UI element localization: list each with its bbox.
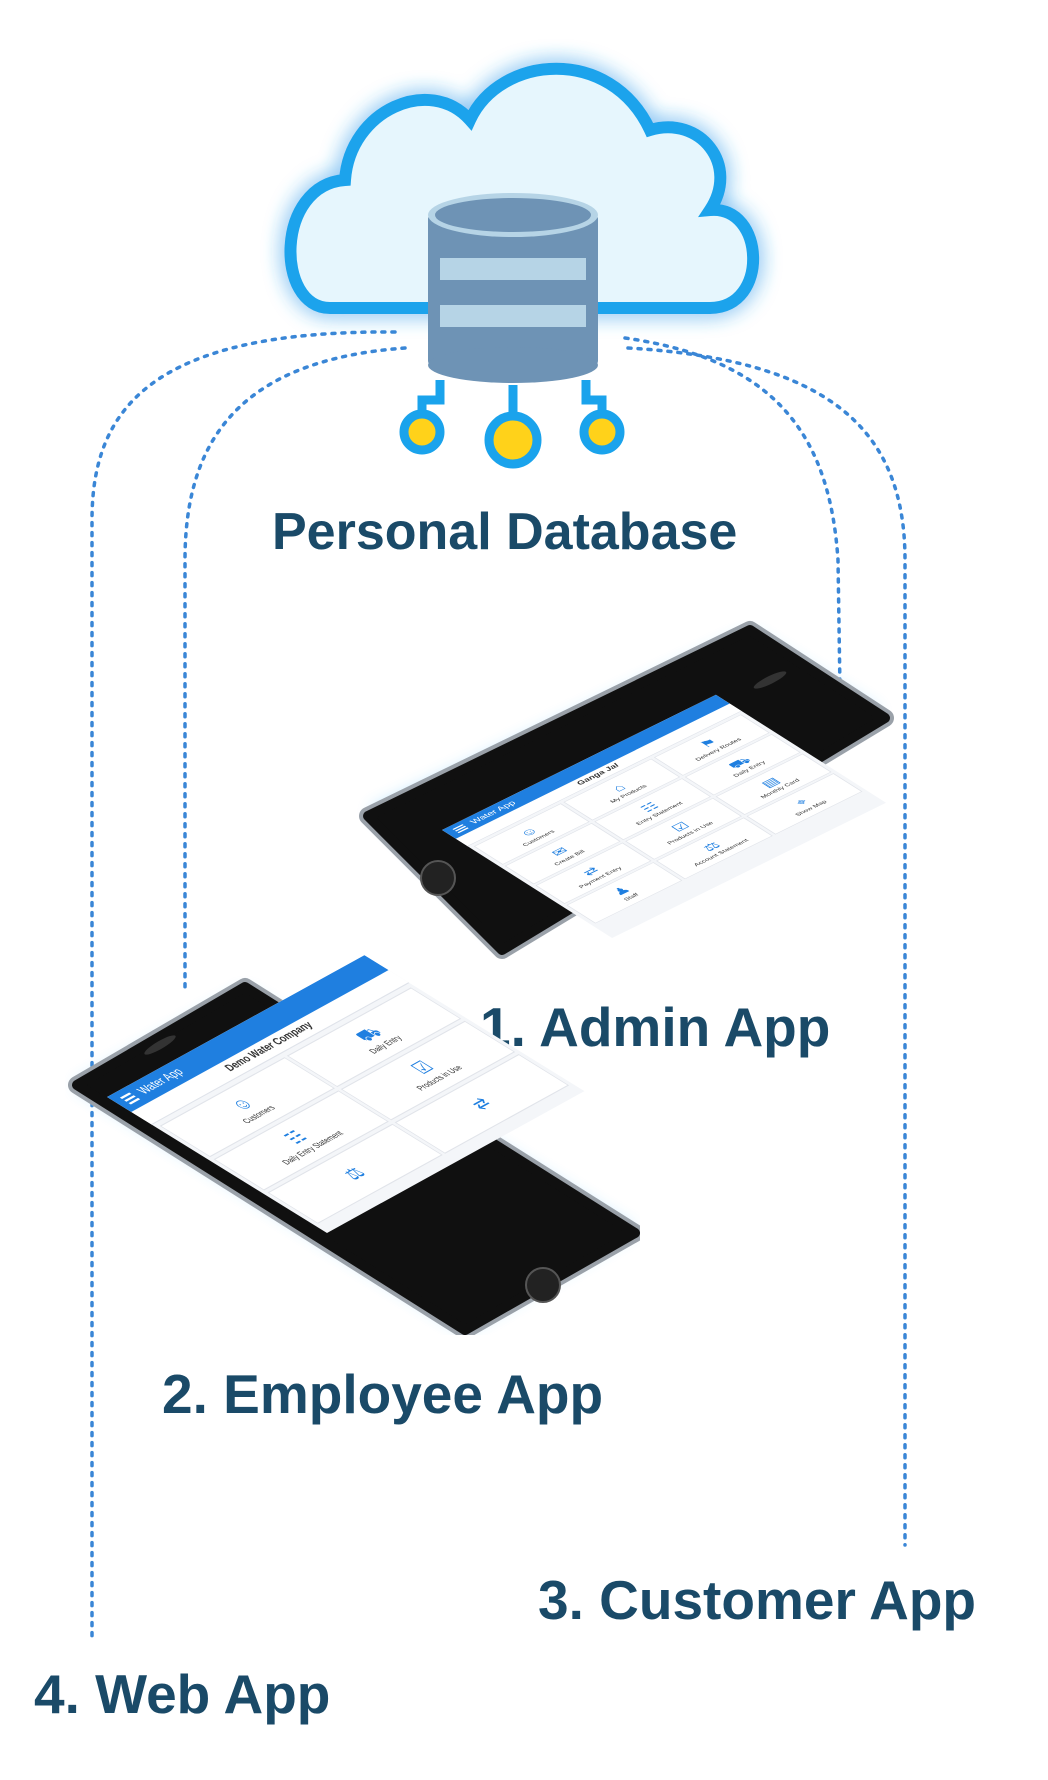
node-center	[484, 411, 542, 469]
customer-app-label: 3. Customer App	[538, 1569, 977, 1631]
menu-tile-label: Account Statement	[691, 837, 750, 868]
web-app-label: 4. Web App	[34, 1663, 331, 1725]
payment-icon: ⇄	[464, 1093, 497, 1113]
database-icon	[428, 193, 598, 383]
database-title: Personal Database	[272, 503, 738, 561]
node-right	[579, 409, 625, 455]
account-icon: ⚖	[337, 1163, 371, 1183]
web-app-link	[90, 330, 397, 1642]
node-left	[399, 409, 445, 455]
admin-app-phone: Water App Ganga Jal ☺Customers⌂My Produc…	[340, 620, 900, 980]
employee-app-phone: Water App Demo Water Company ☺Customers⛟…	[65, 955, 640, 1335]
menu-icon[interactable]	[452, 824, 469, 834]
admin-app-label: 1. Admin App	[480, 996, 831, 1058]
customer-app-link	[626, 346, 907, 1547]
cloud-database-graphic	[284, 62, 760, 469]
cloud-icon	[284, 62, 760, 314]
employee-app-link	[183, 346, 407, 992]
employee-app-label: 2. Employee App	[162, 1363, 604, 1425]
menu-icon[interactable]	[119, 1092, 141, 1105]
admin-app-link	[623, 336, 842, 692]
